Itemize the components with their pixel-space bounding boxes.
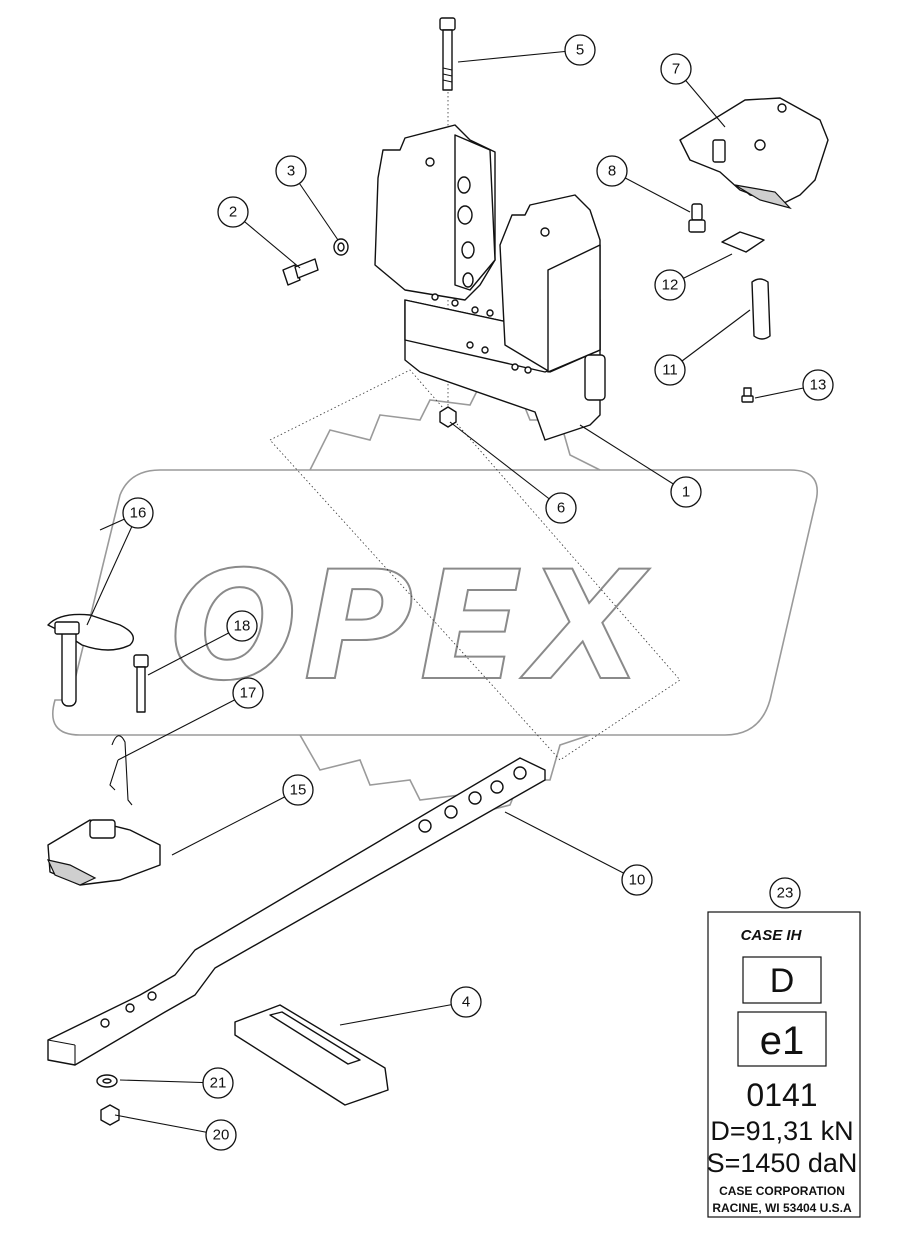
callout-2-label: 2 [229,204,237,221]
hitch-hook-part [46,819,161,886]
callout-15-label: 15 [290,782,307,799]
washer-part [333,238,349,256]
nameplate-s-value: S=1450 daN [707,1148,858,1178]
callout-23-label: 23 [777,885,794,902]
callout-17: 17 [232,677,264,709]
callout-3-label: 3 [287,163,295,180]
callout-4-label: 4 [462,994,470,1011]
callout-3: 3 [275,155,307,187]
hitch-frame-part [374,124,606,441]
nameplate-approval-mark: e1 [760,1019,805,1063]
washer-21-part [96,1074,118,1088]
callout-12: 12 [654,269,686,301]
callout-4: 4 [450,986,482,1018]
callout-15: 15 [282,774,314,806]
leader-lines [86,49,819,1136]
callout-18: 18 [226,610,258,642]
callout-2: 2 [217,196,249,228]
callout-21: 21 [202,1067,234,1099]
nut-20-part [100,1104,120,1126]
callout-23: 23 [769,877,801,909]
bolt-18-part [133,654,149,713]
callout-10: 10 [621,864,653,896]
callout-8: 8 [596,155,628,187]
callout-5: 5 [564,34,596,66]
small-screw-part [741,387,754,403]
nameplate-d-value: D=91,31 kN [710,1116,853,1146]
callout-5-label: 5 [576,42,584,59]
nameplate-brand: CASE IH [741,927,803,944]
callout-11: 11 [654,354,686,386]
nameplate-company-line1: CASE CORPORATION [719,1184,845,1198]
nameplate: CASE IH D e1 0141 D=91,31 kN S=1450 daN … [707,911,861,1218]
pin-part [751,278,771,340]
bracket-part [679,97,829,210]
drawbar-part [47,757,546,1066]
callout-20: 20 [205,1119,237,1151]
callout-1: 1 [670,476,702,508]
callout-1-label: 1 [682,484,690,501]
hitch-pin-part [47,613,134,707]
watermark: OPEX [52,384,818,816]
callout-7-label: 7 [672,61,680,78]
callout-13: 13 [802,369,834,401]
callout-20-label: 20 [213,1127,230,1144]
callout-17-label: 17 [240,685,257,702]
nameplate-approval-number: 0141 [746,1077,817,1113]
wear-plate-part [234,1004,389,1106]
nut-part [439,406,457,428]
callout-21-label: 21 [210,1075,227,1092]
bolt-8-part [688,203,706,233]
callout-13-label: 13 [810,377,827,394]
square-plate-part [721,231,765,253]
nameplate-class-label: D [770,962,795,1000]
callout-18-label: 18 [234,618,251,635]
callout-10-label: 10 [629,872,646,889]
nameplate-company-line2: RACINE, WI 53404 U.S.A [712,1201,852,1215]
callout-6: 6 [545,492,577,524]
long-bolt-part [439,17,456,91]
callout-8-label: 8 [608,163,616,180]
small-bolt-part [282,258,319,286]
callout-11-label: 11 [662,362,678,379]
callout-16: 16 [122,497,154,529]
clip-pin-part [109,735,133,806]
callout-16-label: 16 [130,505,147,522]
callout-7: 7 [660,53,692,85]
callout-6-label: 6 [557,500,565,517]
callout-12-label: 12 [662,277,679,294]
